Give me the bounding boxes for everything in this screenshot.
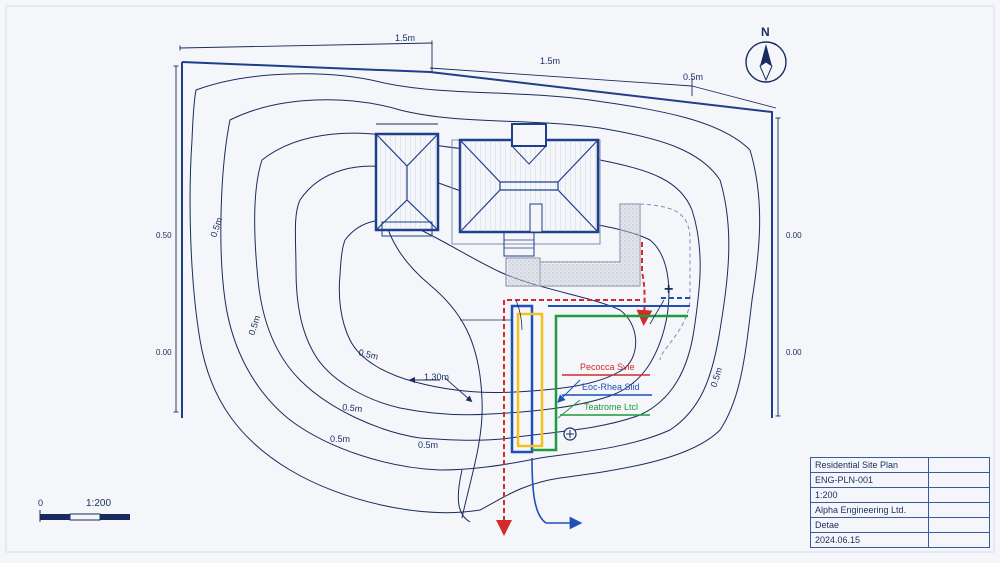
property-boundary [181,61,773,418]
garage-building [374,123,440,237]
blue-service-box [510,304,534,454]
north-label: N [761,25,770,39]
contour-label-2: 0.5m [247,314,263,336]
contour-label-6: 0.5m [418,440,438,450]
dim-right-upper: 0.00 [786,231,802,240]
legend-leader-1 [557,379,581,403]
leader-line [515,299,523,331]
dim-left-upper: 0.50 [156,231,172,240]
dim-top-right: 0.5m [683,72,703,82]
legend-item-1: Pecocca Svle [580,362,635,372]
title-block-drawing-no: ENG-PLN-001 [810,472,929,488]
legend-item-3: Teatrome Ltcl [584,402,638,412]
scale-zero: 0 [38,498,43,508]
title-block-date: 2024.06.15 [810,532,929,548]
plus-leader [649,299,665,325]
dimension-lines [173,40,781,417]
contour-label-4: 0.5m [342,402,363,414]
legend-leader-2 [557,399,581,419]
dim-top-inner: 1.5m [540,56,560,66]
contour-label-1: 0.5m [209,216,225,238]
dim-left-lower: 0.00 [156,348,172,357]
contour-tail [457,469,471,523]
title-block: Residential Site Plan ENG-PLN-001 1:200 … [810,457,990,548]
green-line [532,314,688,452]
contour-label-3: 0.5m [358,347,380,362]
yellow-line [516,312,544,448]
property-line-dashed [639,203,691,361]
driveway [505,203,641,287]
driveway-fill [508,204,640,286]
scale-bar [39,510,130,522]
plus-marker-icon: + [664,281,673,298]
dim-right-lower: 0.00 [786,348,802,357]
dim-top-outer: 1.5m [395,33,415,43]
title-block-company: Alpha Engineering Ltd. [810,502,929,518]
title-block-title: Residential Site Plan [810,457,929,473]
sheet-border [5,5,995,553]
title-block-scale: 1:200 [810,487,929,503]
red-line-upper [636,242,653,326]
spot-elevation: 1.30m [424,372,449,382]
main-house [451,123,601,257]
legend-item-2: Eoc-Rhea Slid [582,382,640,392]
scale-ratio: 1:200 [86,498,111,509]
red-line-main [496,299,640,536]
blue-outflow-arrow [531,457,583,530]
title-block-date-label: Detae [810,517,929,533]
spot-arrow [444,377,473,403]
north-arrow-icon [745,41,787,83]
contour-label-5: 0.5m [330,434,350,444]
